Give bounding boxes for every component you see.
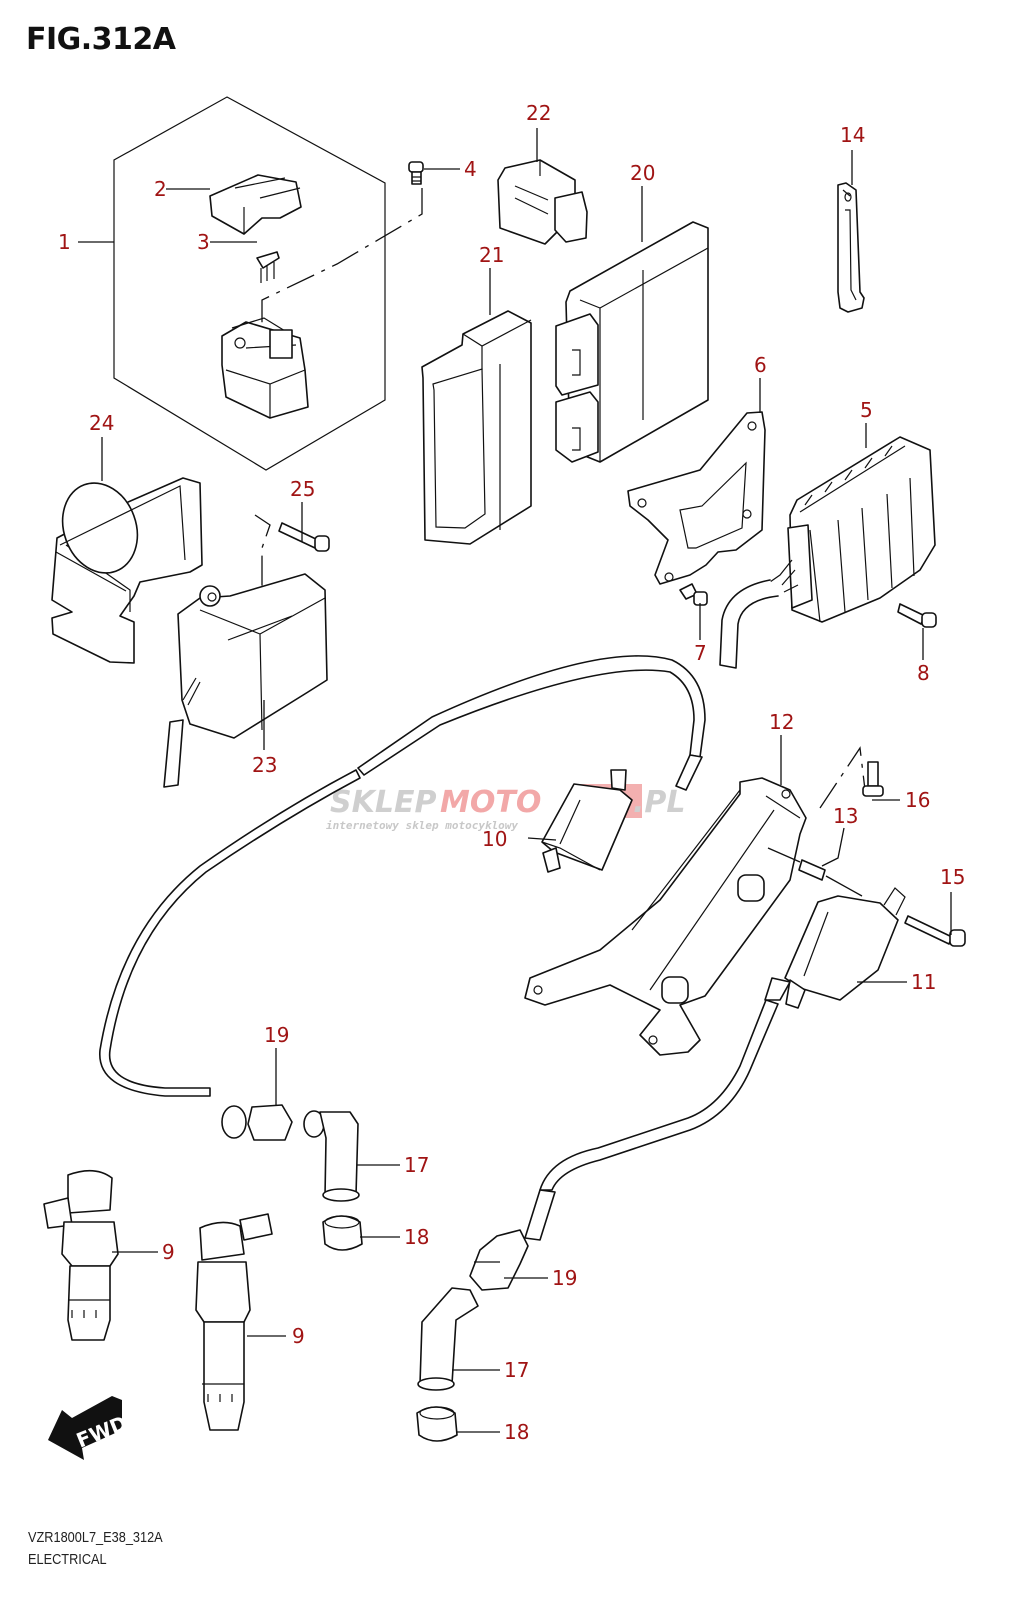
callout-21[interactable]: 21 xyxy=(479,243,504,267)
callout-6[interactable]: 6 xyxy=(754,353,767,377)
leader-lines xyxy=(78,128,952,1433)
seal-18-right-part[interactable] xyxy=(416,1406,458,1442)
assembly-outline xyxy=(113,96,386,471)
holder-part[interactable] xyxy=(50,472,203,664)
screw-25-part[interactable] xyxy=(278,522,330,552)
ignition-coil-9-left-part[interactable] xyxy=(43,1169,119,1341)
ecm-cover-part[interactable] xyxy=(421,310,532,545)
plug-cap-17-left-part[interactable] xyxy=(303,1110,360,1202)
callout-3[interactable]: 3 xyxy=(197,230,210,254)
bolt-8-part[interactable] xyxy=(897,603,937,628)
callout-10[interactable]: 10 xyxy=(482,827,507,851)
callout-12[interactable]: 12 xyxy=(769,710,794,734)
watermark-brand-gray: SKLEP xyxy=(330,785,436,820)
fwd-arrow-icon xyxy=(48,1396,122,1460)
seal-18-left-part[interactable] xyxy=(322,1215,363,1251)
regulator-wire xyxy=(719,579,779,669)
callout-23[interactable]: 23 xyxy=(252,753,277,777)
figure-code: VZR1800L7_E38_312A xyxy=(28,1529,163,1546)
ecm-part[interactable] xyxy=(555,221,709,463)
bolt-16-leader xyxy=(819,746,866,809)
plug-cap-17-right-part[interactable] xyxy=(417,1287,479,1391)
spacer-part[interactable] xyxy=(767,847,863,897)
high-tension-wire-long xyxy=(99,655,706,1097)
bolt-15-part[interactable] xyxy=(904,915,966,947)
callout-13[interactable]: 13 xyxy=(833,804,858,828)
callout-labels: 1 2 3 4 22 20 21 14 6 5 7 8 24 25 23 10 … xyxy=(58,101,965,1444)
callout-22[interactable]: 22 xyxy=(526,101,551,125)
callout-20[interactable]: 20 xyxy=(630,161,655,185)
sensor-part[interactable] xyxy=(163,573,328,788)
relay-cover-part[interactable] xyxy=(209,174,302,235)
watermark: SKLEP MOTO 46 .PL internetowy sklep moto… xyxy=(326,784,686,832)
high-tension-wire-short xyxy=(524,999,779,1241)
callout-25[interactable]: 25 xyxy=(290,477,315,501)
bolt-7-part[interactable] xyxy=(679,583,708,606)
callout-18-left[interactable]: 18 xyxy=(404,1225,429,1249)
callout-9-right[interactable]: 9 xyxy=(292,1324,305,1348)
cap-19-right-part[interactable] xyxy=(469,1229,529,1291)
callout-17-right[interactable]: 17 xyxy=(504,1358,529,1382)
figure-section: ELECTRICAL xyxy=(28,1551,107,1568)
assembly-leader xyxy=(261,188,423,326)
callout-19-right[interactable]: 19 xyxy=(552,1266,577,1290)
screw-25-leader xyxy=(254,514,271,610)
callout-4[interactable]: 4 xyxy=(464,157,477,181)
fuse-part[interactable] xyxy=(256,251,280,283)
ignition-coil-11-part[interactable] xyxy=(764,887,906,1009)
relay-22-part[interactable] xyxy=(497,159,588,245)
callout-14[interactable]: 14 xyxy=(840,123,865,147)
watermark-tagline: internetowy sklep motocyklowy xyxy=(326,819,518,832)
callout-19-left[interactable]: 19 xyxy=(264,1023,289,1047)
callout-5[interactable]: 5 xyxy=(860,398,873,422)
callout-15[interactable]: 15 xyxy=(940,865,965,889)
watermark-brand-red: MOTO xyxy=(440,785,541,820)
ignition-coil-9-right-part[interactable] xyxy=(195,1213,273,1431)
starter-relay-part[interactable] xyxy=(221,317,309,419)
figure-footer: VZR1800L7_E38_312A ELECTRICAL xyxy=(28,1527,163,1571)
callout-9-left[interactable]: 9 xyxy=(162,1240,175,1264)
callout-17-left[interactable]: 17 xyxy=(404,1153,429,1177)
callout-11[interactable]: 11 xyxy=(911,970,936,994)
figure-title: FIG.312A xyxy=(26,22,176,57)
screw-4-part[interactable] xyxy=(408,161,424,185)
callout-16[interactable]: 16 xyxy=(905,788,930,812)
callout-1[interactable]: 1 xyxy=(58,230,71,254)
callout-18-right[interactable]: 18 xyxy=(504,1420,529,1444)
regulator-rectifier-part[interactable] xyxy=(769,436,936,623)
regulator-bracket-part[interactable] xyxy=(627,411,766,585)
band-part[interactable] xyxy=(837,182,865,313)
callout-8[interactable]: 8 xyxy=(917,661,930,685)
callout-7[interactable]: 7 xyxy=(694,641,707,665)
callout-2[interactable]: 2 xyxy=(154,177,167,201)
callout-24[interactable]: 24 xyxy=(89,411,114,435)
bolt-16-part[interactable] xyxy=(862,761,884,797)
fwd-direction-badge: FWD xyxy=(48,1396,130,1460)
watermark-brand-suffix: .PL xyxy=(633,785,686,820)
coil-bracket-part[interactable] xyxy=(524,777,807,1056)
ignition-coil-10-part[interactable] xyxy=(541,769,633,873)
cap-19-left-part[interactable] xyxy=(221,1104,293,1141)
